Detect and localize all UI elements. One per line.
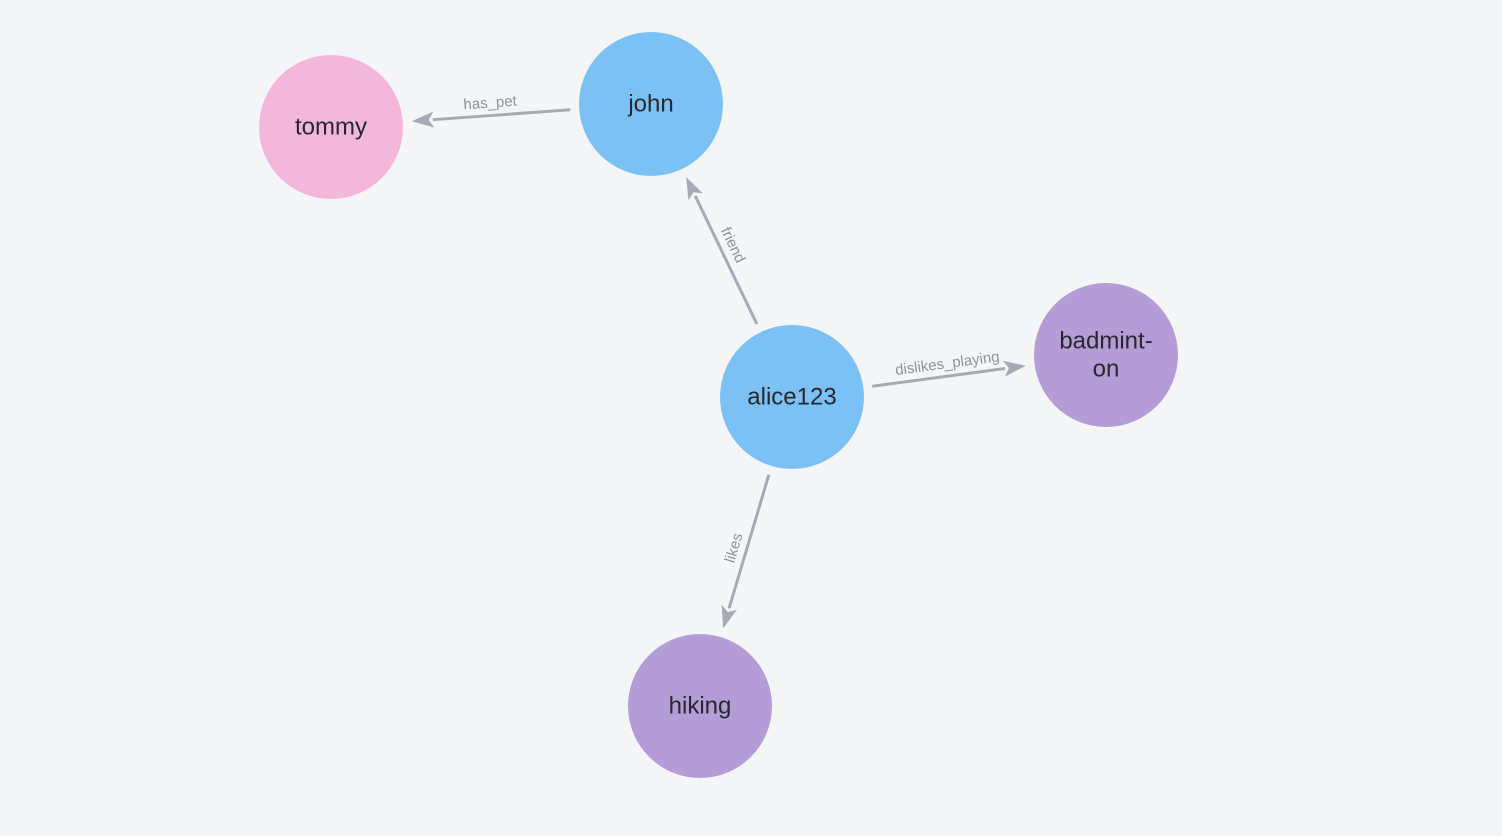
graph-node-tommy[interactable]: tommy — [259, 55, 403, 199]
edge-label[interactable]: dislikes_playing — [894, 348, 1000, 379]
graph-edge-friend[interactable]: friend — [686, 176, 759, 325]
node-circle[interactable] — [720, 325, 864, 469]
node-circle[interactable] — [579, 32, 723, 176]
node-circle[interactable] — [1034, 283, 1178, 427]
edge-line[interactable] — [721, 474, 771, 629]
edge-line[interactable] — [411, 108, 571, 128]
graph-edge-dislikes_playing[interactable]: dislikes_playing — [872, 348, 1026, 388]
graph-edge-likes[interactable]: likes — [721, 474, 771, 629]
edge-line[interactable] — [686, 176, 759, 325]
graph-edge-has_pet[interactable]: has_pet — [411, 93, 571, 128]
graph-node-hiking[interactable]: hiking — [628, 634, 772, 778]
edge-line[interactable] — [872, 360, 1026, 388]
node-circle[interactable] — [259, 55, 403, 199]
node-layer: tommy john alice123 badmint-on hiking — [259, 32, 1178, 778]
edge-label[interactable]: has_pet — [463, 93, 518, 114]
graph-node-badminton[interactable]: badmint-on — [1034, 283, 1178, 427]
graph-node-alice123[interactable]: alice123 — [720, 325, 864, 469]
graph-node-john[interactable]: john — [579, 32, 723, 176]
node-circle[interactable] — [628, 634, 772, 778]
edge-label[interactable]: friend — [717, 224, 749, 265]
